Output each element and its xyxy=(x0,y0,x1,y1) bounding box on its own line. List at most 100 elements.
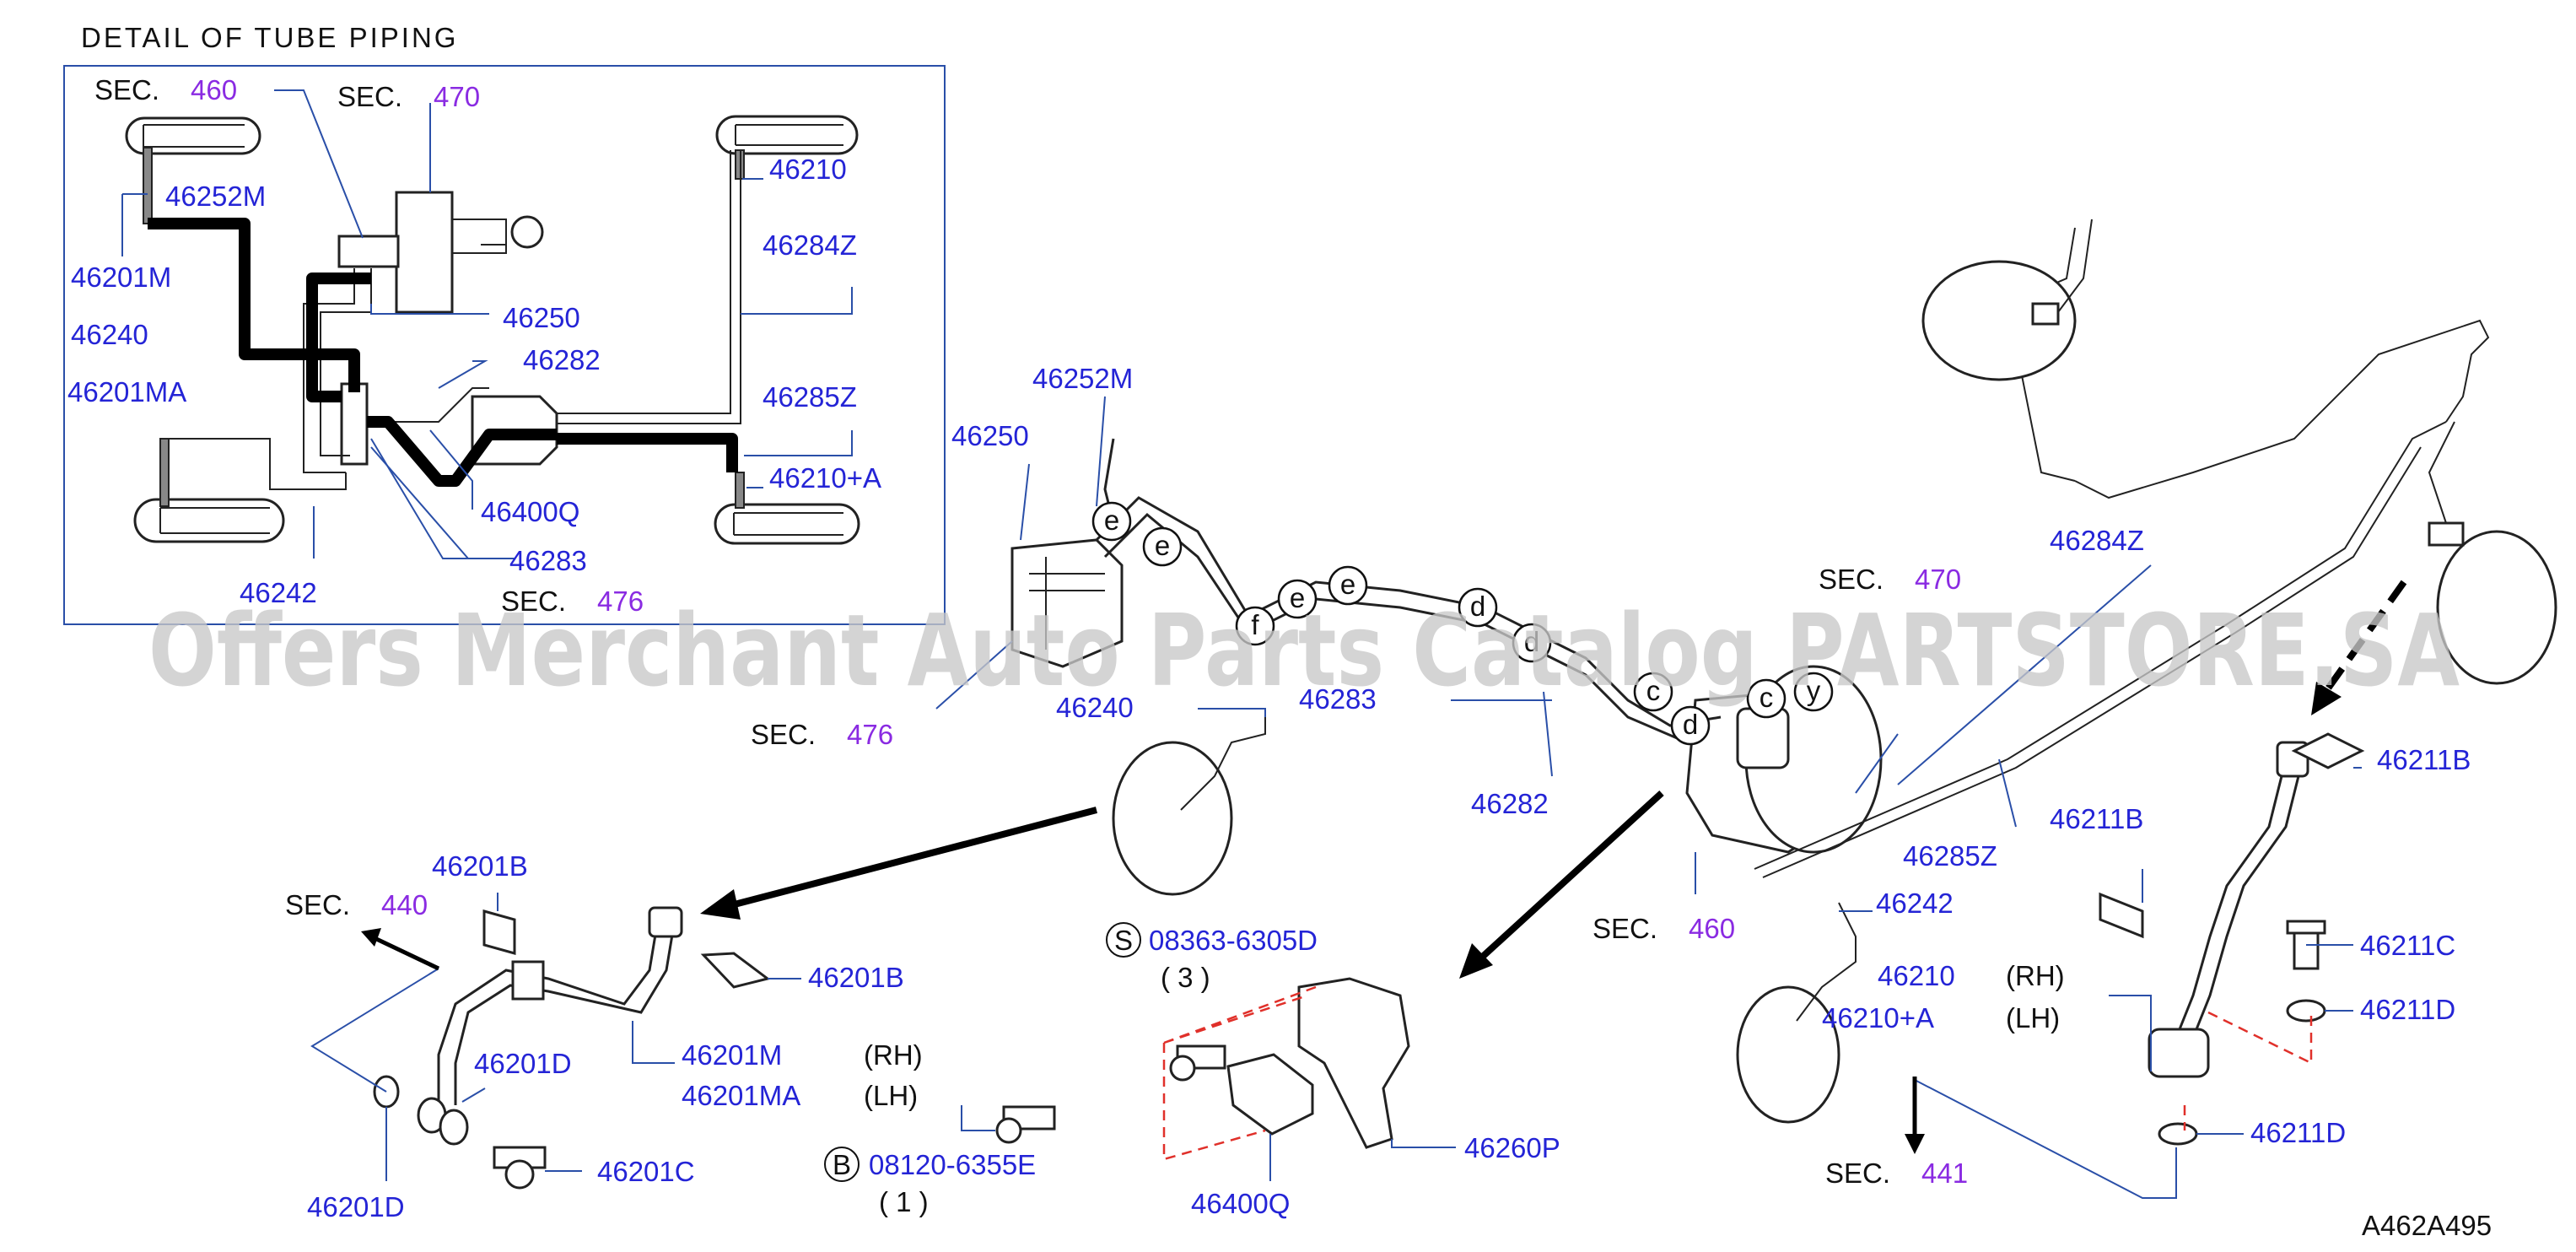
actuator-label-46400Q[interactable]: 46400Q xyxy=(1191,1188,1290,1219)
bolt-b-mark: B xyxy=(833,1149,851,1180)
detail-sec-470-link[interactable]: 470 xyxy=(434,81,480,112)
main-label-46211D-bottom[interactable]: 46211D xyxy=(2250,1117,2346,1148)
hose-label-46201D-mid[interactable]: 46201D xyxy=(474,1048,572,1079)
pipe-marker-circle xyxy=(1142,526,1183,567)
pipe-marker-circle xyxy=(1458,587,1498,628)
front-hose-drawing xyxy=(373,906,771,1190)
bolt-b-quantity: ( 1 ) xyxy=(879,1186,929,1217)
main-label-46283[interactable]: 46283 xyxy=(1299,683,1377,715)
main-label-46285Z[interactable]: 46285Z xyxy=(1903,840,1997,872)
main-label-rh: (RH) xyxy=(2006,960,2065,991)
sec-440-arrow xyxy=(369,934,440,971)
pipe-marker-circle xyxy=(1512,623,1552,663)
main-label-46282[interactable]: 46282 xyxy=(1471,788,1549,819)
main-sec-476-prefix: SEC. xyxy=(751,719,816,750)
sec-440-arrow-head xyxy=(361,928,381,947)
detail-label-46284Z[interactable]: 46284Z xyxy=(763,229,857,261)
actuator-label-46260P[interactable]: 46260P xyxy=(1464,1132,1560,1163)
pipe-marker-label: y xyxy=(1807,675,1821,706)
detail-label-46201M[interactable]: 46201M xyxy=(71,262,171,293)
hose-leaders xyxy=(310,893,801,1181)
detail-label-46282[interactable]: 46282 xyxy=(523,344,601,375)
main-sec-460-prefix: SEC. xyxy=(1592,913,1657,944)
hose-label-46201C[interactable]: 46201C xyxy=(597,1156,695,1187)
hose-sec-440-link[interactable]: 440 xyxy=(381,889,428,920)
pipe-marker-label: d xyxy=(1683,709,1698,740)
pipe-marker-circle xyxy=(1091,501,1132,542)
arrow-to-hose-detail xyxy=(707,807,1098,915)
main-sec-476-link[interactable]: 476 xyxy=(847,719,893,750)
hose-label-46201B-top[interactable]: 46201B xyxy=(432,850,528,882)
pipe-marker-circle xyxy=(1277,579,1318,619)
main-label-46252M[interactable]: 46252M xyxy=(1032,363,1133,394)
hose-sec-440-prefix: SEC. xyxy=(285,889,350,920)
arrow-head-right-hose xyxy=(2311,682,2342,715)
main-sec-441-link[interactable]: 441 xyxy=(1921,1158,1968,1189)
arrow-head-actuator xyxy=(1459,943,1493,979)
pipe-marker-label: e xyxy=(1155,530,1170,561)
bolt-s-part-number[interactable]: 08363-6305D xyxy=(1149,925,1318,956)
detail-label-46250[interactable]: 46250 xyxy=(503,302,580,333)
detail-label-46400Q[interactable]: 46400Q xyxy=(481,496,579,527)
main-label-46211D-top[interactable]: 46211D xyxy=(2360,994,2455,1025)
main-assembly-drawing xyxy=(1010,219,2557,1146)
pipe-marker-circle xyxy=(1633,672,1673,712)
actuator-leaders xyxy=(961,1105,1456,1181)
pipe-marker-circle xyxy=(1793,672,1834,712)
main-label-lh: (LH) xyxy=(2006,1002,2060,1033)
watermark: Offers Merchant Auto Parts Catalog PARTS… xyxy=(148,592,2460,709)
detail-label-46252M[interactable]: 46252M xyxy=(165,181,266,212)
hose-label-46201M[interactable]: 46201M xyxy=(682,1039,782,1071)
detail-label-46283[interactable]: 46283 xyxy=(509,545,587,576)
main-label-46284Z[interactable]: 46284Z xyxy=(2050,525,2144,556)
detail-label-46242[interactable]: 46242 xyxy=(240,577,317,608)
pipe-marker-label: e xyxy=(1340,569,1355,600)
main-label-46210A[interactable]: 46210+A xyxy=(1822,1002,1934,1033)
bolt-b-part-number[interactable]: 08120-6355E xyxy=(869,1149,1036,1180)
detail-sec-476-link[interactable]: 476 xyxy=(597,586,644,617)
main-sec-470-prefix: SEC. xyxy=(1819,564,1883,595)
detail-sec-476-prefix: SEC. xyxy=(501,586,566,617)
detail-sec-470-prefix: SEC. xyxy=(337,81,402,112)
pipe-marker-circle xyxy=(1235,606,1275,646)
sec-441-arrow-head xyxy=(1905,1134,1925,1154)
pipe-marker-circle xyxy=(1670,705,1711,746)
main-sec-441-prefix: SEC. xyxy=(1825,1158,1890,1189)
main-label-46210[interactable]: 46210 xyxy=(1878,960,1955,991)
main-label-46211B-right[interactable]: 46211B xyxy=(2377,744,2471,775)
pipe-marker-label: e xyxy=(1290,582,1305,613)
main-sec-470-link[interactable]: 470 xyxy=(1915,564,1961,595)
hose-label-46201MA[interactable]: 46201MA xyxy=(682,1080,800,1111)
pipe-marker-label: d xyxy=(1470,591,1485,622)
bolt-b-marker xyxy=(824,1147,860,1182)
actuator-bracket-drawing xyxy=(995,977,1410,1161)
hose-label-46201D-bottom[interactable]: 46201D xyxy=(307,1191,405,1222)
main-label-46211B-left[interactable]: 46211B xyxy=(2050,803,2143,834)
main-label-46242[interactable]: 46242 xyxy=(1876,888,1954,919)
pipe-marker-label: f xyxy=(1251,609,1259,640)
pipe-marker-label: c xyxy=(1646,675,1661,706)
main-label-46240[interactable]: 46240 xyxy=(1056,692,1134,723)
hose-label-lh: (LH) xyxy=(864,1080,918,1111)
main-label-46250[interactable]: 46250 xyxy=(951,420,1029,451)
detail-label-46201MA[interactable]: 46201MA xyxy=(67,376,186,407)
hose-label-46201B-right[interactable]: 46201B xyxy=(808,962,904,993)
detail-label-46210[interactable]: 46210 xyxy=(769,154,847,185)
detail-label-46285Z[interactable]: 46285Z xyxy=(763,381,857,413)
detail-frame xyxy=(63,65,946,625)
arrow-head-hose xyxy=(700,889,741,920)
detail-tube-drawing xyxy=(125,115,860,545)
detail-label-46210A[interactable]: 46210+A xyxy=(769,462,881,494)
arrow-to-right-hose xyxy=(2316,580,2407,703)
main-sec-460-link[interactable]: 460 xyxy=(1689,913,1735,944)
main-label-46211C[interactable]: 46211C xyxy=(2360,930,2455,961)
arrow-to-actuator-detail xyxy=(1465,791,1664,973)
detail-sec-460-link[interactable]: 460 xyxy=(191,74,237,105)
pipe-marker-circle xyxy=(1746,678,1786,719)
pipe-marker-label: e xyxy=(1104,505,1119,536)
hose-label-rh: (RH) xyxy=(864,1039,923,1071)
detail-label-46240[interactable]: 46240 xyxy=(71,319,148,350)
bolt-s-marker xyxy=(1106,922,1141,958)
pipe-marker-circle xyxy=(1328,565,1368,606)
